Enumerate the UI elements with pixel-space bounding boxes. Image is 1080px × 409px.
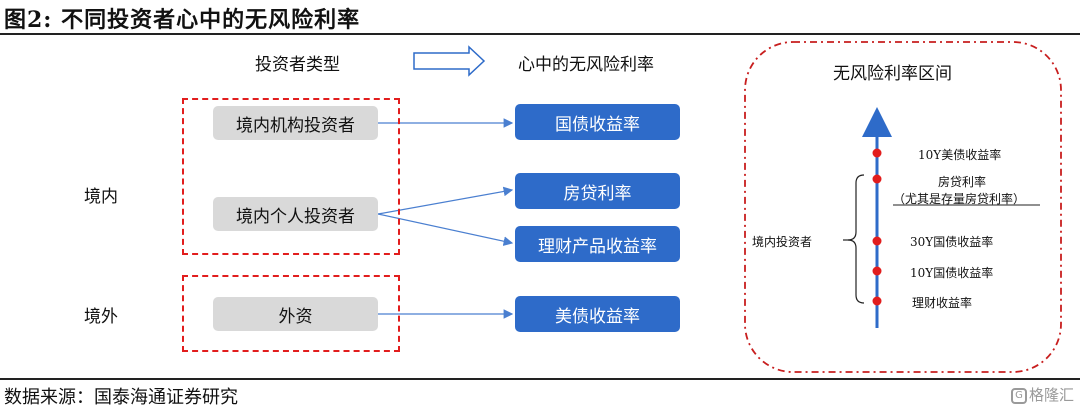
watermark-text: 格隆汇 bbox=[1028, 386, 1074, 404]
rate-us-treasury: 美债收益率 bbox=[515, 296, 680, 332]
source-note: 数据来源：国泰海通证券研究 bbox=[4, 387, 238, 408]
level-dot bbox=[872, 236, 882, 246]
investor-brace bbox=[847, 174, 865, 304]
range-investor-label: 境内投资者 bbox=[752, 235, 813, 249]
rate-wealth-product: 理财产品收益率 bbox=[515, 226, 680, 262]
connector-individual-mortgage bbox=[377, 186, 514, 215]
investor-foreign-capital: 外资 bbox=[213, 297, 378, 331]
rate-treasury-yield: 国债收益率 bbox=[515, 104, 680, 140]
level-cn-30y: 30Y国债收益率 bbox=[910, 235, 994, 249]
header-risk-free-rate: 心中的无风险利率 bbox=[518, 55, 654, 75]
header-investor-type: 投资者类型 bbox=[255, 55, 340, 75]
connector-individual-wealth bbox=[377, 213, 514, 246]
level-dot bbox=[872, 266, 882, 276]
investor-domestic-institutional: 境内机构投资者 bbox=[213, 106, 378, 140]
group-foreign: 境外 bbox=[84, 307, 118, 327]
bottom-rule bbox=[0, 378, 1080, 380]
level-wealth: 理财收益率 bbox=[912, 296, 973, 310]
group-domestic: 境内 bbox=[84, 187, 118, 207]
range-panel-border bbox=[744, 41, 1062, 373]
level-us-10y: 10Y美债收益率 bbox=[918, 148, 1002, 162]
level-mortgage: 房贷利率 bbox=[938, 175, 987, 189]
investor-domestic-individual: 境内个人投资者 bbox=[213, 197, 378, 231]
foreign-group-box bbox=[182, 275, 400, 352]
figure-title: 图2: 不同投资者心中的无风险利率 bbox=[4, 7, 361, 33]
level-dot bbox=[872, 174, 882, 184]
header-arrow-icon bbox=[413, 45, 486, 77]
level-dot bbox=[872, 148, 882, 158]
rate-mortgage: 房贷利率 bbox=[515, 173, 680, 209]
top-rule bbox=[0, 33, 1080, 35]
G-logo-icon: G bbox=[1010, 387, 1027, 404]
range-panel-title: 无风险利率区间 bbox=[833, 64, 952, 84]
level-mortgage-note: （尤其是存量房贷利率） bbox=[893, 192, 1026, 206]
level-cn-10y: 10Y国债收益率 bbox=[910, 266, 994, 280]
level-dot bbox=[872, 296, 882, 306]
domestic-group-box bbox=[182, 98, 400, 255]
